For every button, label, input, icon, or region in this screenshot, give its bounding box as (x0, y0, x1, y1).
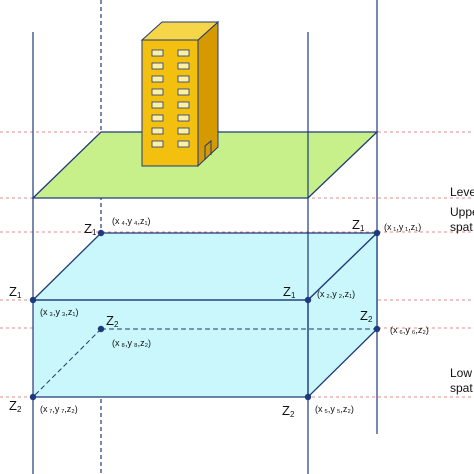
coord-label-p6: (x ₆,y ₆,z₂) (390, 325, 429, 335)
building-window (177, 75, 190, 83)
building-window (151, 88, 164, 96)
volume-front-face (33, 300, 308, 397)
side-label-upper-1: Uppe (450, 205, 474, 219)
building-window (177, 101, 190, 109)
building-window (151, 62, 164, 70)
building-window (177, 140, 190, 148)
office-building-icon (140, 20, 220, 168)
coord-label-p5: (x ₅,y ₅,z₂) (315, 404, 354, 414)
vertex-p2 (304, 296, 312, 304)
z-label-front-right-bottom: Z2 (282, 403, 295, 419)
coord-label-p4: (x ₄,y ₄,z₁) (112, 216, 150, 226)
building-window (151, 75, 164, 83)
vertex-p8 (97, 325, 105, 333)
vertex-p5 (304, 393, 312, 401)
vertex-p1 (373, 229, 381, 237)
building-window (151, 114, 164, 122)
hidden-edge-left-bottom (32, 328, 102, 398)
building-window (151, 127, 164, 135)
z-label-front-right: Z1 (283, 284, 296, 300)
vertex-p6 (373, 325, 381, 333)
building-window (151, 101, 164, 109)
coord-label-p3: (x ₃,y ₃,z₁) (40, 307, 78, 317)
vertex-p7 (29, 393, 37, 401)
building-window (177, 114, 190, 122)
coord-label-p7: (x ₇,y ₇,z₂) (40, 404, 78, 414)
z-label-back-right-bottom: Z2 (360, 308, 373, 324)
building-window (151, 49, 164, 57)
side-label-lower-1: Low (450, 366, 472, 380)
side-label-lower-2: spat (450, 381, 473, 395)
building-window (151, 140, 164, 148)
z-label-back-left-bottom: Z2 (106, 313, 119, 329)
side-label-upper-2: spat (450, 220, 473, 234)
z-label-back-left: Z1 (84, 221, 97, 237)
building-window (177, 88, 190, 96)
vertex-p3 (29, 296, 37, 304)
side-label-level: Leve (450, 185, 474, 199)
z-label-front-left-bottom: Z2 (9, 398, 22, 414)
building-window (177, 62, 190, 70)
coord-label-p2: (x ₂,y ₂,z₁) (317, 289, 355, 299)
z-label-front-left: Z1 (9, 284, 22, 300)
coord-label-p1: (x ₁,y ₁,z₁) (384, 222, 421, 232)
building-window (177, 127, 190, 135)
vertex-points (29, 229, 381, 401)
z-label-back-right: Z1 (352, 217, 365, 233)
vertex-p4 (97, 229, 105, 237)
building-window (177, 49, 190, 57)
coord-label-p8: (x ₈,y ₈,z₂) (112, 338, 151, 348)
